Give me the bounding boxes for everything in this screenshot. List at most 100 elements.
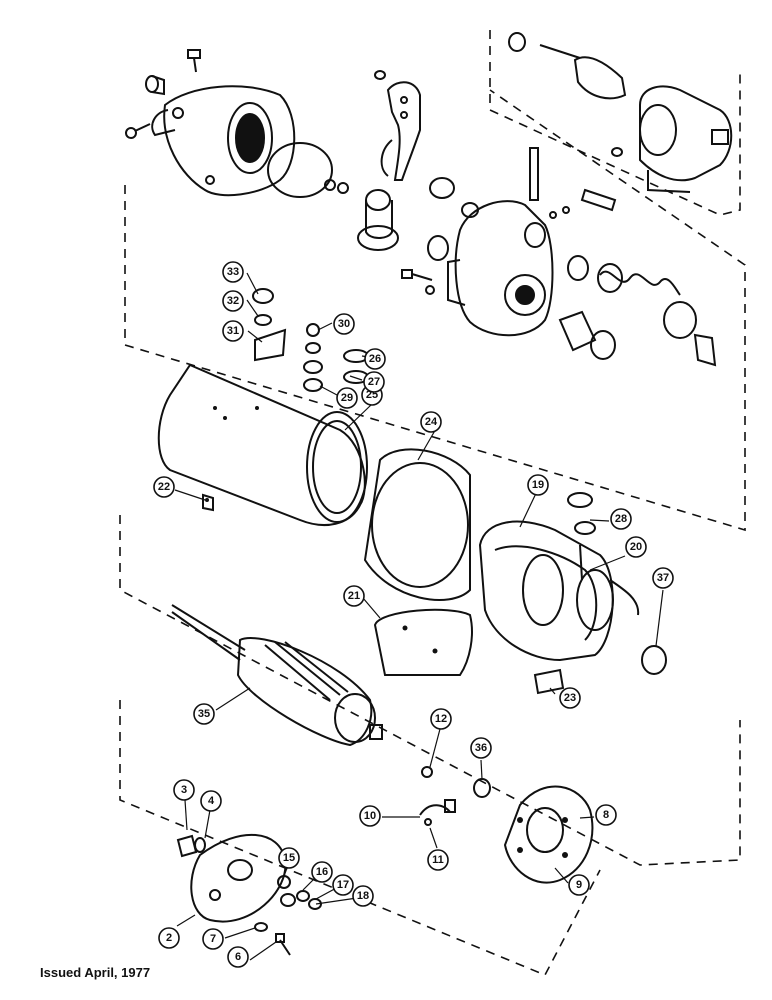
svg-text:31: 31: [227, 325, 239, 337]
spring-and-seal: [567, 255, 717, 367]
frame-screw: [202, 493, 214, 512]
pivot-pin: [529, 147, 539, 201]
solenoid-plunger: [508, 32, 627, 100]
callout-7: 7: [202, 928, 224, 950]
callout-21: 21: [343, 585, 365, 607]
callout-23: 23: [559, 687, 581, 709]
callout-37: 37: [652, 567, 674, 589]
svg-text:26: 26: [369, 353, 381, 365]
svg-text:27: 27: [368, 376, 380, 388]
svg-text:20: 20: [630, 541, 642, 553]
svg-text:36: 36: [475, 742, 487, 754]
bushing-center: [558, 310, 616, 360]
svg-text:33: 33: [227, 266, 239, 278]
plunger-pin: [580, 188, 617, 212]
callout-20: 20: [625, 536, 647, 558]
callout-36: 36: [470, 737, 492, 759]
field-frame: [157, 363, 368, 526]
svg-text:12: 12: [435, 713, 447, 725]
brush-lead: [419, 799, 456, 826]
svg-text:16: 16: [316, 866, 328, 878]
svg-text:29: 29: [341, 392, 353, 404]
callout-27: 27: [363, 371, 385, 393]
callout-32: 32: [222, 290, 244, 312]
svg-text:9: 9: [576, 879, 582, 891]
svg-text:32: 32: [227, 295, 239, 307]
svg-text:35: 35: [198, 708, 210, 720]
insulator-pad: [533, 668, 565, 695]
field-insulator: [363, 448, 471, 601]
callout-6: 6: [227, 946, 249, 968]
callout-28: 28: [610, 508, 632, 530]
solenoid-body: [611, 85, 733, 193]
svg-text:4: 4: [208, 795, 215, 807]
callout-30: 30: [333, 313, 355, 335]
svg-text:21: 21: [348, 590, 360, 602]
callout-9: 9: [568, 874, 590, 896]
commutator-end-plate: [190, 833, 287, 923]
svg-text:24: 24: [425, 416, 438, 428]
callout-19: 19: [527, 474, 549, 496]
field-coils: [478, 520, 640, 662]
callout-24: 24: [420, 411, 442, 433]
lock-washer-small: [425, 285, 435, 295]
callout-16: 16: [311, 861, 333, 883]
drive-end-housing: [447, 200, 554, 337]
leader-lines: [174, 272, 664, 961]
svg-text:2: 2: [166, 932, 172, 944]
thrust-washer: [641, 645, 667, 675]
svg-text:30: 30: [338, 318, 350, 330]
callout-4: 4: [200, 790, 222, 812]
drive-screw: [401, 269, 433, 281]
bearing-washer: [429, 177, 455, 199]
group-outline-solenoid: [489, 30, 741, 216]
svg-text:37: 37: [657, 572, 669, 584]
set-screw-top: [125, 123, 151, 139]
svg-text:28: 28: [615, 513, 627, 525]
bolt-and-washers: [254, 875, 322, 956]
callout-29: 29: [336, 387, 358, 409]
callout-35: 35: [193, 703, 215, 725]
armature: [171, 604, 383, 747]
drive-pinion: [324, 179, 399, 251]
svg-text:7: 7: [210, 933, 216, 945]
svg-text:6: 6: [235, 951, 241, 963]
group-outline-end-frame: [119, 700, 601, 977]
group-outline-field-frame: [119, 515, 741, 866]
svg-text:8: 8: [603, 809, 609, 821]
callout-26: 26: [364, 348, 386, 370]
brush-plate: [503, 785, 594, 884]
callout-22: 22: [153, 476, 175, 498]
callout-15: 15: [278, 847, 300, 869]
svg-text:23: 23: [564, 692, 576, 704]
callout-17: 17: [332, 874, 354, 896]
bushing-top: [145, 75, 165, 96]
svg-text:19: 19: [532, 479, 544, 491]
callout-2: 2: [158, 927, 180, 949]
terminal-stud: [567, 492, 596, 581]
brush-spring: [421, 766, 433, 778]
group-outline-drive-housing: [124, 89, 746, 532]
callout-8: 8: [595, 804, 617, 826]
o-ring: [267, 142, 333, 198]
callout-3: 3: [173, 779, 195, 801]
svg-text:17: 17: [337, 879, 349, 891]
issued-date-footer: Issued April, 1977: [40, 965, 151, 980]
nose-housing: [151, 85, 296, 197]
shift-lever: [374, 70, 421, 181]
pole-shoe: [373, 608, 473, 676]
small-ring: [549, 211, 557, 219]
svg-text:22: 22: [158, 481, 170, 493]
callout-11: 11: [427, 849, 449, 871]
callout-31: 31: [222, 320, 244, 342]
callout-12: 12: [430, 708, 452, 730]
svg-text:3: 3: [181, 784, 187, 796]
small-ring-2: [562, 206, 570, 214]
svg-text:11: 11: [432, 854, 444, 866]
bushing-3: [176, 834, 206, 858]
callout-10: 10: [359, 805, 381, 827]
svg-text:15: 15: [283, 852, 295, 864]
svg-text:18: 18: [357, 890, 369, 902]
